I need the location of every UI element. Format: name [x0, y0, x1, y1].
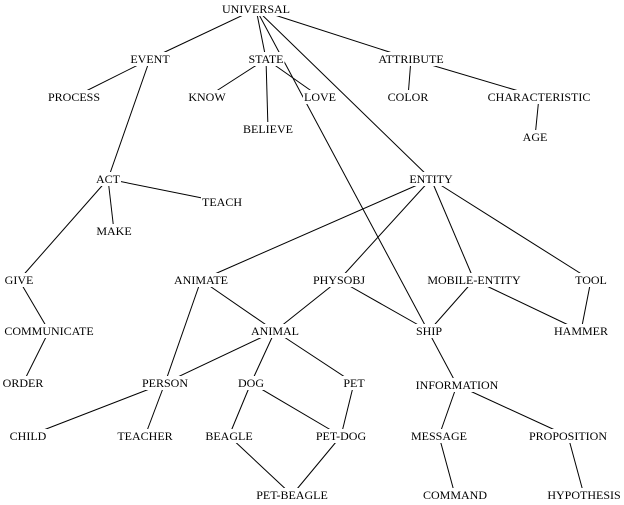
- node-animate: ANIMATE: [173, 273, 229, 287]
- edge-animal-dog: [250, 330, 276, 384]
- edge-animal-person: [164, 330, 276, 384]
- node-child: CHILD: [8, 429, 48, 443]
- edge-mobile_entity-ship: [428, 279, 475, 332]
- node-act: ACT: [95, 172, 121, 186]
- node-universal: UNIVERSAL: [221, 2, 291, 16]
- node-give: GIVE: [3, 273, 35, 287]
- node-hypothesis: HYPOTHESIS: [546, 488, 622, 502]
- edge-entity-mobile_entity: [430, 178, 475, 281]
- node-proposition: PROPOSITION: [527, 429, 609, 443]
- node-communicate: COMMUNICATE: [3, 324, 95, 338]
- edge-communicate-order: [22, 330, 50, 384]
- edge-state-believe: [265, 58, 269, 130]
- node-person: PERSON: [140, 376, 190, 390]
- edge-animal-pet: [274, 330, 355, 384]
- node-attribute: ATTRIBUTE: [377, 52, 445, 66]
- node-beagle: BEAGLE: [204, 429, 254, 443]
- node-make: MAKE: [95, 224, 133, 238]
- edge-pet_dog-pet_beagle: [291, 435, 342, 496]
- node-love: LOVE: [303, 90, 337, 104]
- edge-proposition-hypothesis: [567, 435, 585, 496]
- node-order: ORDER: [1, 376, 45, 390]
- edge-entity-tool: [430, 178, 592, 281]
- node-pet-dog: PET-DOG: [314, 429, 368, 443]
- node-believe: BELIEVE: [242, 122, 294, 136]
- node-know: KNOW: [187, 90, 227, 104]
- node-age: AGE: [521, 130, 549, 144]
- node-animal: ANIMAL: [250, 324, 300, 338]
- node-process: PROCESS: [46, 90, 102, 104]
- edge-information-proposition: [456, 384, 569, 437]
- edge-dog-beagle: [228, 382, 252, 437]
- edge-give-communicate: [18, 279, 50, 332]
- node-message: MESSAGE: [409, 429, 469, 443]
- edge-event-act: [107, 58, 151, 180]
- edge-physobj-ship: [338, 279, 430, 332]
- edge-universal-event: [149, 8, 257, 60]
- edge-person-teacher: [144, 382, 166, 437]
- edge-entity-animate: [200, 178, 432, 281]
- edge-message-command: [438, 435, 456, 496]
- edge-act-give: [18, 178, 109, 281]
- edge-act-make: [107, 178, 115, 232]
- edge-animate-person: [164, 279, 202, 384]
- edge-tool-hammer: [580, 279, 592, 332]
- node-characteristic: CHARACTERISTIC: [486, 90, 592, 104]
- node-pet: PET: [342, 376, 366, 390]
- node-teach: TEACH: [201, 195, 243, 209]
- node-tool: TOOL: [574, 273, 608, 287]
- node-teacher: TEACHER: [116, 429, 174, 443]
- edge-universal-entity: [255, 8, 432, 180]
- edge-pet-pet_dog: [340, 382, 355, 437]
- node-information: INFORMATION: [414, 378, 500, 392]
- edge-dog-pet_dog: [250, 382, 342, 437]
- edge-entity-physobj: [338, 178, 432, 281]
- node-hammer: HAMMER: [552, 324, 610, 338]
- edge-universal-state: [255, 8, 267, 60]
- edge-universal-information: [255, 8, 458, 386]
- node-color: COLOR: [386, 90, 430, 104]
- node-ship: SHIP: [414, 324, 444, 338]
- node-entity: ENTITY: [408, 172, 454, 186]
- node-mobile-entity: MOBILE-ENTITY: [426, 273, 522, 287]
- node-state: STATE: [247, 52, 285, 66]
- edge-information-message: [438, 384, 458, 437]
- edge-universal-attribute: [255, 8, 412, 60]
- edge-person-child: [27, 382, 166, 437]
- node-physobj: PHYSOBJ: [311, 273, 367, 287]
- node-command: COMMAND: [421, 488, 489, 502]
- node-dog: DOG: [237, 376, 265, 390]
- node-pet-beagle: PET-BEAGLE: [255, 488, 329, 502]
- edge-mobile_entity-hammer: [473, 279, 582, 332]
- edge-physobj-animal: [274, 279, 340, 332]
- edge-animate-animal: [200, 279, 276, 332]
- edge-beagle-pet_beagle: [228, 435, 293, 496]
- node-event: EVENT: [129, 52, 171, 66]
